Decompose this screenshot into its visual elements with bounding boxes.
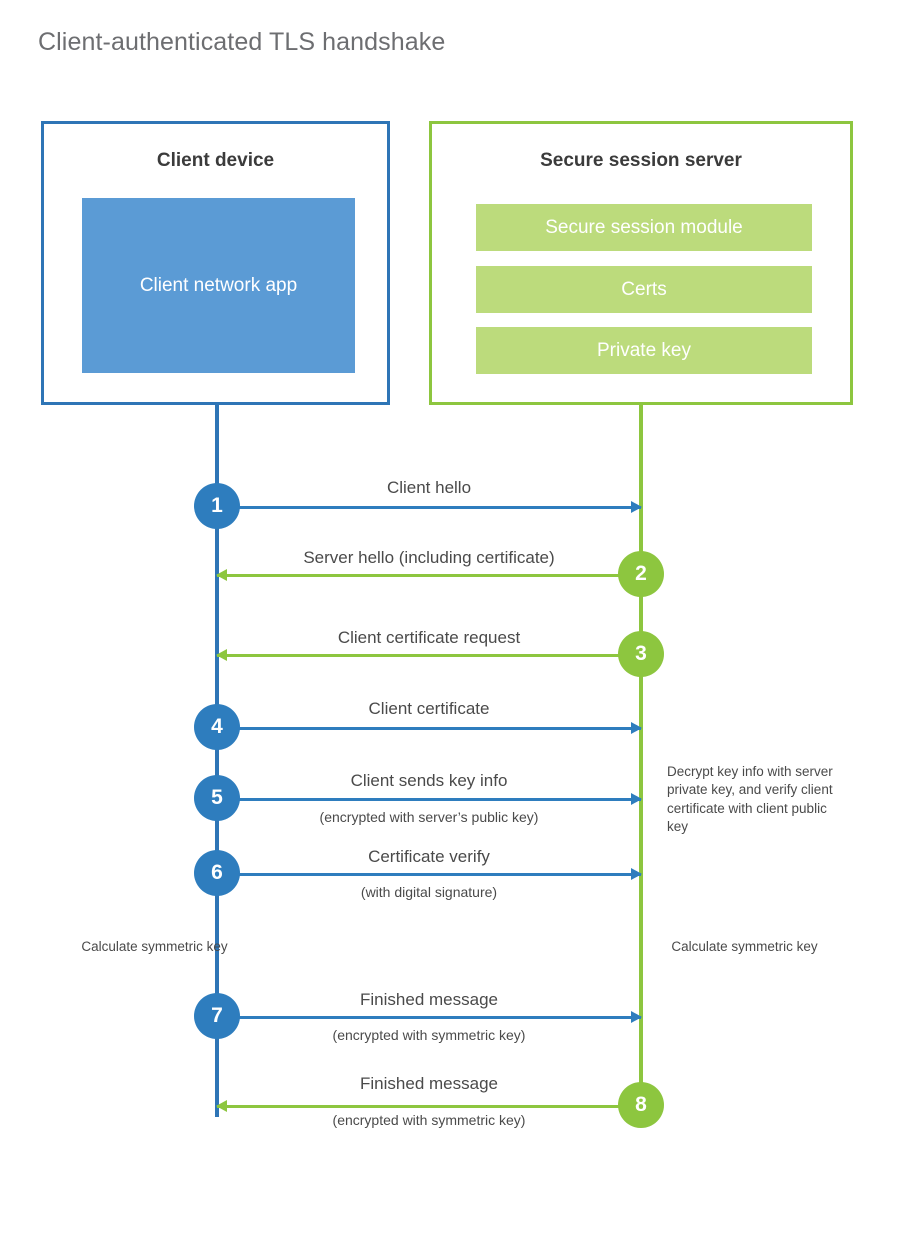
step-5-arrow xyxy=(217,793,642,805)
step-5-label: Client sends key info xyxy=(350,771,508,790)
step-5-sublabel: (encrypted with server’s public key) xyxy=(319,809,539,825)
step-3-arrow xyxy=(216,649,641,661)
secure-session-server-title: Secure session server xyxy=(540,150,742,171)
step-1-arrow xyxy=(217,501,642,513)
server-component-secure-session-module: Secure session module xyxy=(476,204,812,251)
step-2-label: Server hello (including certificate) xyxy=(303,548,555,567)
step-8-label: Finished message xyxy=(360,1074,498,1093)
step-7-number: 7 xyxy=(194,993,240,1039)
server-component-certs: Certs xyxy=(476,266,812,313)
secure-session-server-box: Secure session server Secure session mod… xyxy=(429,121,853,405)
client-lifeline xyxy=(215,405,219,1117)
step-3-label: Client certificate request xyxy=(337,628,521,647)
step-7-sublabel: (encrypted with symmetric key) xyxy=(332,1027,526,1043)
step-6-arrow xyxy=(217,868,642,880)
step-2-arrow xyxy=(216,569,641,581)
step-6-label: Certificate verify xyxy=(368,847,490,866)
step-4-number: 4 xyxy=(194,704,240,750)
server-calculate-symmetric-key-note: Calculate symmetric key xyxy=(671,939,818,954)
step-6-number: 6 xyxy=(194,850,240,896)
server-lifeline xyxy=(639,405,643,1107)
step-4-arrow xyxy=(217,722,642,734)
step-8-sublabel: (encrypted with symmetric key) xyxy=(332,1112,526,1128)
client-network-app-block: Client network app xyxy=(82,198,355,373)
client-device-title: Client device xyxy=(156,150,275,171)
step-1-number: 1 xyxy=(194,483,240,529)
step-6-sublabel: (with digital signature) xyxy=(360,884,498,900)
step-8-number: 8 xyxy=(618,1082,664,1128)
step-3-number: 3 xyxy=(618,631,664,677)
step-7-arrow xyxy=(217,1011,642,1023)
client-calculate-symmetric-key-note: Calculate symmetric key xyxy=(81,939,228,954)
step-2-number: 2 xyxy=(618,551,664,597)
server-decrypt-note: Decrypt key info with server private key… xyxy=(667,764,833,835)
step-8-arrow xyxy=(216,1100,641,1112)
step-7-label: Finished message xyxy=(360,990,498,1009)
client-device-box: Client device Client network app xyxy=(41,121,390,405)
step-4-label: Client certificate xyxy=(368,699,490,718)
page-title: Client-authenticated TLS handshake xyxy=(38,28,446,56)
server-component-private-key: Private key xyxy=(476,327,812,374)
step-1-label: Client hello xyxy=(386,478,472,497)
step-5-number: 5 xyxy=(194,775,240,821)
